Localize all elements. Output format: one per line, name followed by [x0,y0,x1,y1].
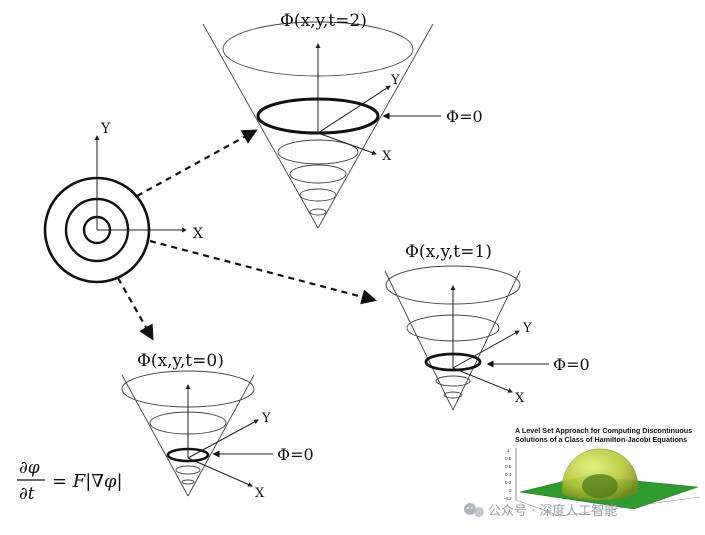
inset-title-line2: Solutions of a Class of Hamilton-Jacobi … [515,435,687,444]
cone-t2-level-c [299,188,337,202]
inset-tick-5: 0.2 [505,480,512,485]
inset-tick-2: 0.8 [505,456,512,461]
cone-t0-x-axis [187,457,253,487]
cone-t0-left-edge [121,374,189,497]
inset-plot: A Level Set Approach for Computing Disco… [504,426,701,517]
inset-tick-7: -0.2 [504,496,512,501]
cone-t0-y-label: Y [261,411,271,426]
cone-t0-right-edge [187,374,255,497]
watermark: 公众号 · 深度人工智能 [464,503,617,519]
cone-t2-x-axis [317,132,377,155]
level-set-equation: ∂φ ∂t = F|∇φ| [17,458,123,504]
cone-t1: Φ(x,y,t=1) Y X Φ=0 [384,242,590,411]
cone-t2-y-axis [317,85,391,134]
cone-t2-x-label: X [382,149,392,164]
equation-denominator: ∂t [19,484,35,504]
cone-t1-y-label: Y [522,321,532,336]
cone-t0-zero-label: Φ=0 [277,445,314,464]
cone-t1-zero-label: Φ=0 [553,355,590,374]
cone-t1-right-edge [452,270,521,411]
arrow-to-t1 [149,239,377,305]
cone-t0-title: Φ(x,y,t=0) [137,351,224,371]
cone-t0-y-axis [187,419,259,459]
plane-y-label: Y [100,121,111,137]
cone-t0-x-label: X [255,486,265,501]
inset-dome-core [582,474,618,498]
cone-t1-x-axis [452,367,513,393]
cone-t1-x-label: X [515,391,525,406]
cone-t2: Φ(x,y,t=2) Y X Φ=0 [202,11,483,229]
inset-tick-4: 0.4 [505,472,512,477]
arrow-to-t2 [136,129,258,197]
inset-tick-3: 0.6 [505,464,512,469]
watermark-text: 公众号 · 深度人工智能 [488,503,617,519]
cone-t2-zero-label: Φ=0 [446,107,483,126]
cone-t0-level-c [181,479,195,485]
inset-y-ticks: 1 0.8 0.6 0.4 0.2 0 -0.2 [504,448,512,501]
plane-x-label: X [193,226,203,242]
cone-t0-level-b [175,465,201,475]
initial-plane: Y X [43,121,203,284]
cone-t1-left-edge [384,270,454,411]
wechat-icon [464,503,484,517]
cone-t1-y-axis [452,330,520,369]
arrow-to-t0 [117,277,154,341]
inset-tick-6: 0 [509,488,512,493]
cone-t0: Φ(x,y,t=0) Y X Φ=0 [121,351,314,501]
cone-t2-title: Φ(x,y,t=2) [280,11,367,31]
cone-t2-level-d [309,208,327,216]
equation-numerator: ∂φ [19,458,40,478]
cone-t2-level-b [289,164,347,184]
cone-t2-right-edge [317,23,434,229]
inset-tick-1: 1 [507,448,510,453]
cone-t1-level-b [435,375,471,387]
time-arrows [117,129,377,341]
cone-t1-level-c [443,391,463,399]
cone-t2-y-label: Y [390,73,400,88]
inset-floor-left [515,499,561,517]
inset-title-line1: A Level Set Approach for Computing Disco… [515,426,692,435]
equation-rhs: = F|∇φ| [52,471,123,492]
cone-t1-title: Φ(x,y,t=1) [405,242,492,262]
cone-t2-level-a [277,139,359,165]
cone-t2-left-edge [202,23,319,229]
